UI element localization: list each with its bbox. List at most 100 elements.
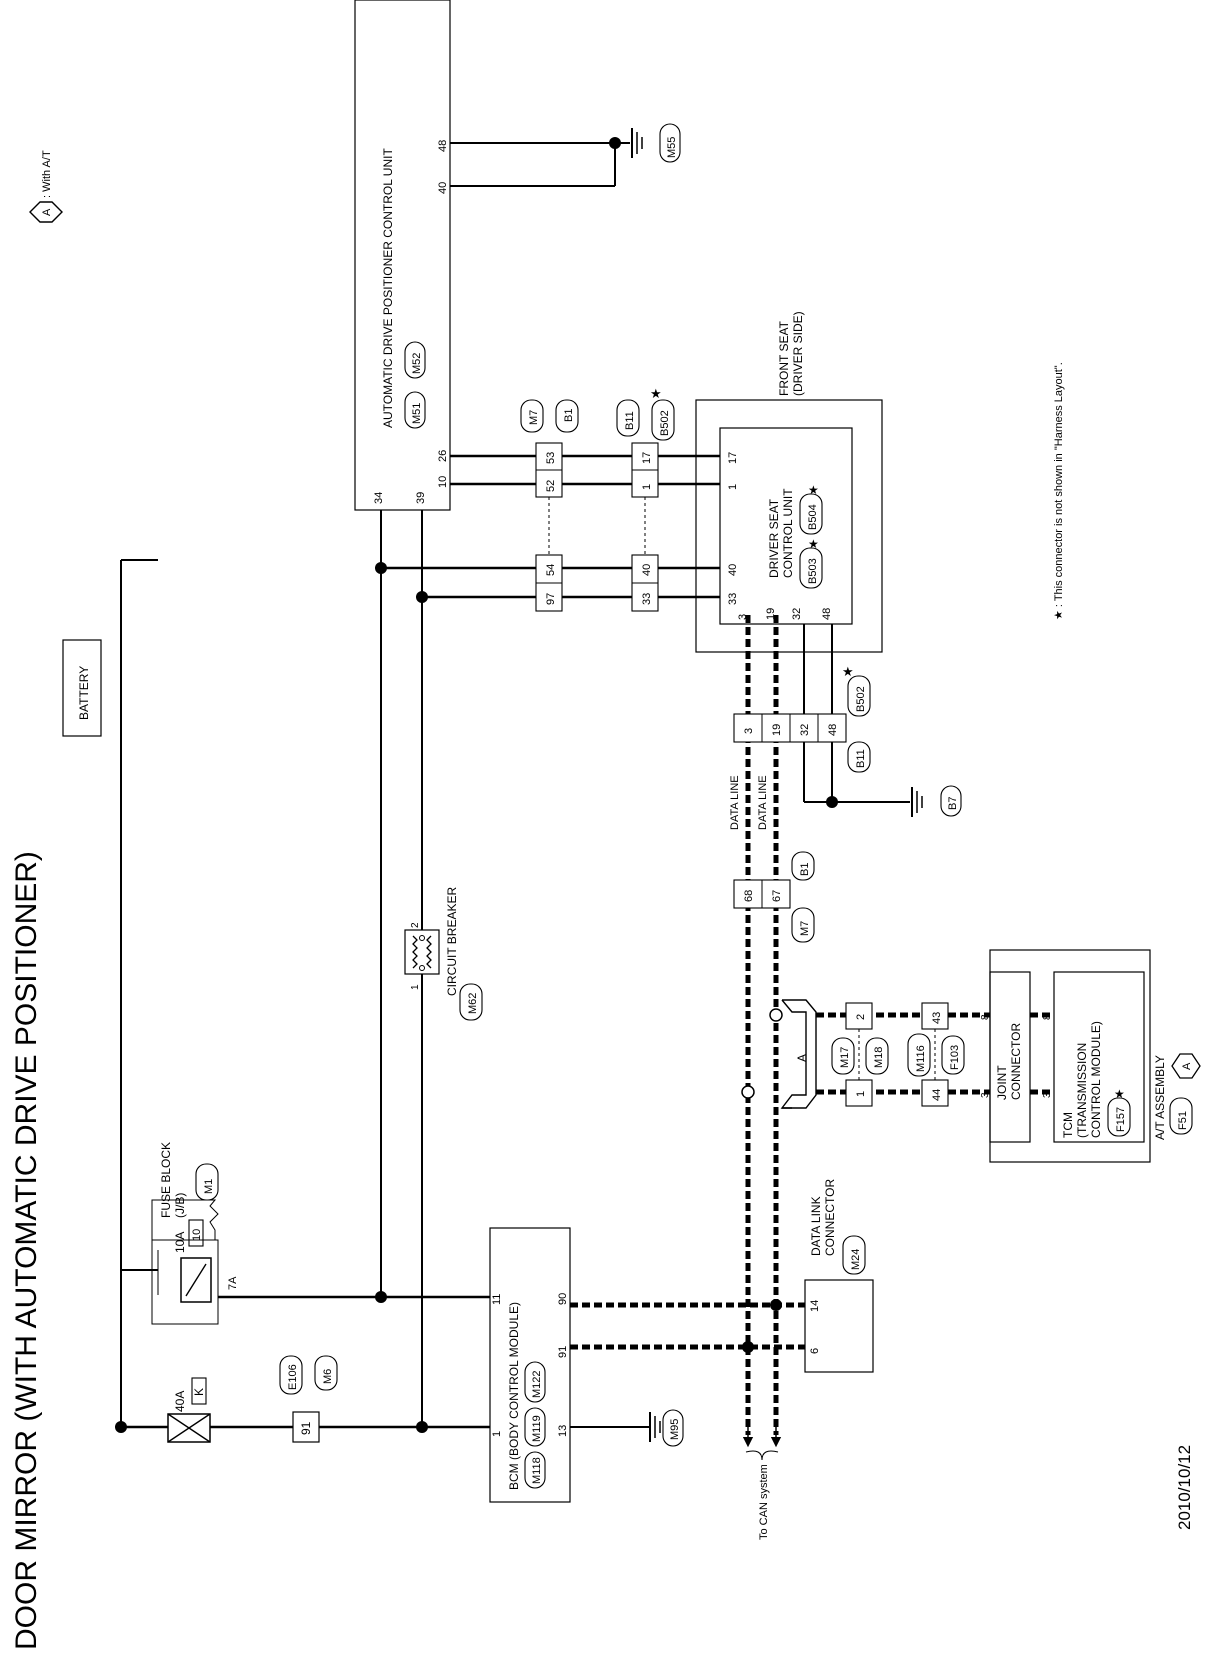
dlc-conn: M24: [850, 1249, 862, 1270]
dscu-pin-40: 40: [727, 564, 739, 576]
m116-conn1: M116: [915, 1045, 927, 1072]
dlc-line1: DATA LINK: [809, 1196, 823, 1256]
cb-label: CIRCUIT BREAKER: [445, 887, 459, 996]
dlc-pin-14: 14: [809, 1300, 821, 1312]
dscu-conn-2: B504: [807, 504, 819, 530]
fuse-block-conn: M1: [203, 1179, 215, 1194]
adp-conn-1: M51: [411, 403, 423, 424]
dscu-pin-19: 19: [765, 608, 777, 620]
fuse-block-line2: (J/B): [173, 1193, 187, 1218]
splice-a-label: A: [795, 1054, 809, 1062]
splice-a-2: [741, 1085, 755, 1099]
m116-conn2: F103: [949, 1045, 961, 1070]
m17-pin-2: 2: [855, 1014, 867, 1020]
bcm-conn-1: M118: [531, 1457, 543, 1484]
cb-conn: M62: [467, 993, 479, 1014]
fuse-40a-rating: 40A: [173, 1391, 187, 1412]
bcm-pin-11: 11: [491, 1294, 503, 1305]
m7b1-top-conn1: M7: [528, 410, 540, 425]
driver-seat-control-unit: DRIVER SEAT CONTROL UNIT B503 B504 ★ ★ 1…: [719, 427, 853, 625]
bcm: BCM (BODY CONTROL MODULE) M118 M119 M122…: [489, 1227, 571, 1503]
footnote: ★ : This connector is not shown in "Harn…: [1053, 362, 1065, 620]
m7b1-pin-97: 97: [545, 593, 557, 605]
connector-m7-b1-mid: 68 67 B1 M7: [733, 851, 815, 943]
dlc-pin-6: 6: [809, 1348, 821, 1354]
dscu-pin-33: 33: [727, 593, 739, 605]
at-assembly-label: A/T ASSEMBLY: [1153, 1055, 1167, 1140]
adp-pin-40: 40: [437, 182, 449, 194]
ground-m95-label: M95: [669, 1419, 681, 1440]
b11-mid-pin-48: 48: [827, 724, 839, 736]
dscu-pin-48: 48: [821, 608, 833, 620]
fuse-40a-id: K: [192, 1388, 206, 1396]
b11-top-conn1: B11: [624, 411, 636, 430]
data-link-connector: 14 6 DATA LINK CONNECTOR M24: [804, 1179, 874, 1373]
tcm-line1: TCM: [1061, 1112, 1075, 1138]
adp-control-unit: AUTOMATIC DRIVE POSITIONER CONTROL UNIT …: [354, 0, 451, 511]
connector-m17-m18: 2 1 M17 M18: [831, 1002, 889, 1107]
fuse-10a-rating: 10A: [173, 1232, 187, 1253]
tcm-line2: (TRANSMISSION: [1075, 1043, 1089, 1138]
svg-text:★: ★: [842, 664, 854, 679]
b11-top-pin-1: 1: [641, 484, 653, 490]
splice-a-1: [769, 1008, 783, 1022]
data-line-label-1: DATA LINE: [729, 775, 741, 830]
m7b1-mid-conn2: B1: [799, 863, 811, 876]
m7b1-pin-52: 52: [545, 480, 557, 492]
legend: A : With A/T: [29, 150, 63, 223]
front-seat-line1: FRONT SEAT: [777, 320, 791, 396]
battery-box: [62, 639, 102, 737]
m7b1-pin-54: 54: [545, 564, 557, 576]
bcm-pin-1: 1: [491, 1431, 503, 1437]
connector-m7-b1-top: 53 52 54 97 M7 B1: [520, 399, 579, 612]
b11-top-star: ★: [650, 386, 662, 401]
fuse-40a: 40A K: [167, 1377, 211, 1443]
b11-top-conn2: B502: [659, 410, 671, 436]
b11-top-pin-17: 17: [641, 452, 653, 464]
m7b1-top-conn2: B1: [563, 409, 575, 422]
jc-line2: CONNECTOR: [1009, 1023, 1023, 1100]
fuse-block: 10A 10 7A FUSE BLOCK (J/B) M1: [151, 1142, 239, 1325]
jc-pin-8: 8: [980, 1014, 991, 1020]
m7b1-mid-pin-68: 68: [743, 890, 755, 902]
e106-conn1: E106: [287, 1364, 299, 1390]
fuse-10a-terminal: 7A: [227, 1276, 239, 1290]
dlc-line2: CONNECTOR: [823, 1179, 837, 1256]
tcm-conn: F157: [1115, 1107, 1127, 1132]
bcm-pin-91: 91: [557, 1346, 569, 1358]
m7b1-mid-conn1: M7: [799, 921, 811, 936]
m17-conn2: M18: [873, 1047, 885, 1068]
m17-conn1: M17: [839, 1047, 851, 1068]
front-seat-line2: (DRIVER SIDE): [791, 311, 805, 396]
jc-line1: JOINT: [995, 1065, 1009, 1100]
b11-mid-conn1: B11: [855, 749, 867, 768]
dscu-pin-1: 1: [727, 484, 739, 490]
circuit-breaker: 1 2 CIRCUIT BREAKER M62: [404, 887, 483, 1021]
ground-m95: M95: [649, 1409, 684, 1447]
e106-pin: 91: [299, 1421, 313, 1435]
connector-m116-f103: 43 44 M116 F103: [907, 1002, 965, 1107]
dscu-pin-32: 32: [791, 608, 803, 620]
jc-pin-3: 3: [980, 1092, 991, 1098]
ground-m55: M55: [631, 123, 681, 163]
dscu-pin-3: 3: [737, 614, 749, 620]
battery-label: BATTERY: [77, 666, 91, 720]
m17-pin-1: 1: [855, 1091, 867, 1097]
adp-pin-10: 10: [437, 476, 449, 488]
can-system-label: To CAN system: [758, 1464, 770, 1540]
data-line-label-2: DATA LINE: [757, 775, 769, 830]
dscu-line2: CONTROL UNIT: [781, 488, 795, 578]
cb-pin1: 1: [410, 984, 421, 990]
m7b1-mid-pin-67: 67: [771, 890, 783, 902]
svg-text:★: ★: [1114, 1087, 1125, 1101]
front-seat: FRONT SEAT (DRIVER SIDE): [695, 311, 883, 653]
b11-mid-conn2: B502: [855, 686, 867, 712]
svg-text:★: ★: [808, 537, 819, 551]
adp-pin-26: 26: [437, 450, 449, 462]
fuse-10a-id: 10: [191, 1229, 203, 1241]
bcm-pin-13: 13: [557, 1425, 569, 1437]
splice-m55: [609, 137, 621, 149]
m116-pin-43: 43: [931, 1012, 943, 1024]
m116-pin-44: 44: [931, 1089, 943, 1101]
